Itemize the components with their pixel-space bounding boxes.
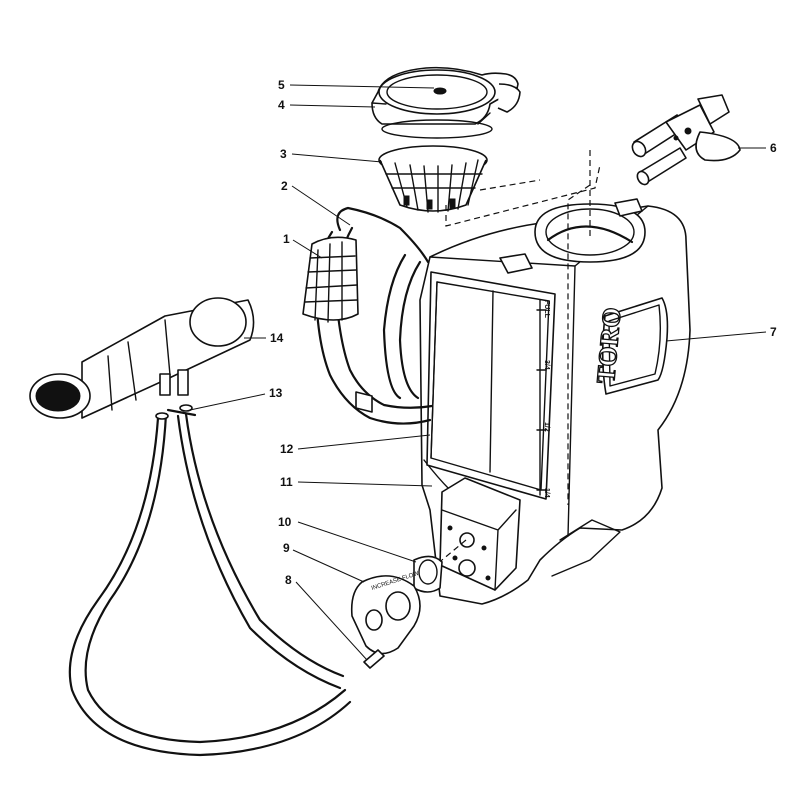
gauge-mark-half: 1/2 bbox=[543, 422, 550, 432]
shoulder-strap bbox=[302, 206, 434, 425]
tank: FULL 3/4 1/2 1/4 TORO bbox=[419, 198, 691, 605]
callout-3: 3 bbox=[280, 147, 287, 161]
callout-4: 4 bbox=[278, 98, 285, 112]
gauge-mark-full: FULL bbox=[543, 300, 550, 319]
callout-6: 6 bbox=[770, 141, 777, 155]
assembly-guide-lines bbox=[429, 150, 601, 571]
lid-assembly bbox=[371, 66, 521, 139]
valve-fitting bbox=[631, 94, 741, 186]
strainer-basket bbox=[378, 145, 488, 213]
callout-14: 14 bbox=[270, 331, 284, 345]
gauge-mark-quarter: 1/4 bbox=[543, 488, 550, 498]
callout-2: 2 bbox=[281, 179, 288, 193]
callout-13: 13 bbox=[269, 386, 283, 400]
callout-1: 1 bbox=[283, 232, 290, 246]
hose-assembly bbox=[29, 297, 352, 757]
callout-8: 8 bbox=[285, 573, 292, 587]
callout-12: 12 bbox=[280, 442, 294, 456]
callout-9: 9 bbox=[283, 541, 290, 555]
callout-5: 5 bbox=[278, 78, 285, 92]
callout-10: 10 bbox=[278, 515, 292, 529]
callout-7: 7 bbox=[770, 325, 777, 339]
callout-11: 11 bbox=[280, 475, 293, 489]
outlet-fittings: INCREASE FLOW bbox=[350, 555, 443, 669]
gauge-mark-three-quarter: 3/4 bbox=[543, 360, 550, 370]
callouts: 1 2 3 4 5 6 7 8 9 10 11 12 13 14 bbox=[189, 78, 777, 661]
